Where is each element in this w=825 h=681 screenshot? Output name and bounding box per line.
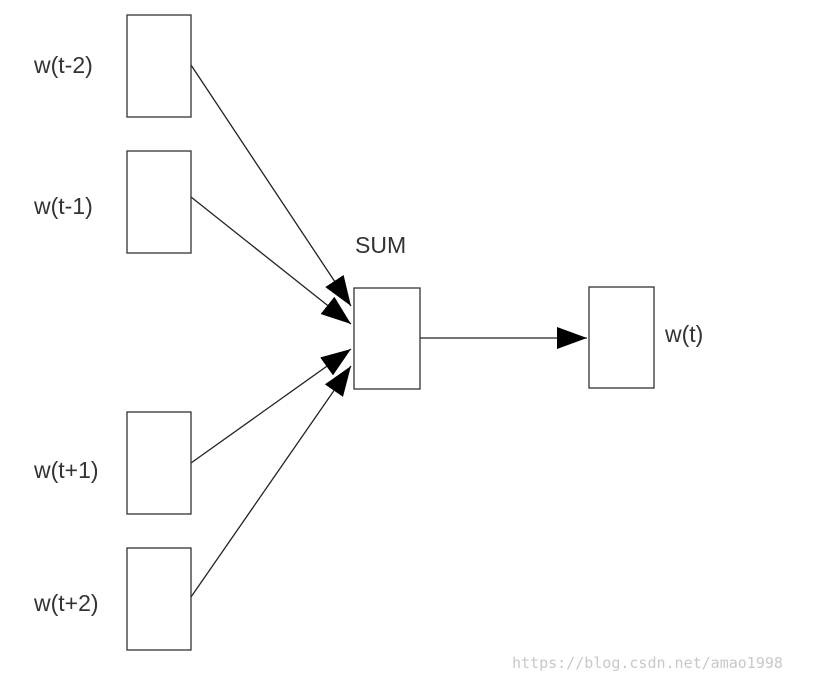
output-box (588, 286, 655, 389)
output-label: w(t) (664, 321, 703, 347)
sum-label: SUM (355, 232, 406, 258)
edges (190, 64, 587, 598)
input-label-1: w(t-2) (33, 52, 93, 78)
input-box-1 (126, 14, 192, 118)
edge-input-2-to-sum (190, 196, 352, 325)
edge-input-4-to-sum (190, 365, 352, 598)
input-nodes (126, 14, 192, 651)
input-box-4 (126, 547, 192, 651)
input-label-4: w(t+2) (33, 590, 99, 616)
sum-box (353, 287, 421, 390)
input-box-2 (126, 150, 192, 254)
edge-input-3-to-sum (190, 348, 352, 464)
input-label-3: w(t+1) (33, 457, 99, 483)
input-label-2: w(t-1) (33, 193, 93, 219)
edge-input-1-to-sum (190, 64, 352, 307)
input-box-3 (126, 411, 192, 515)
watermark: https://blog.csdn.net/amao1998 (512, 654, 783, 672)
